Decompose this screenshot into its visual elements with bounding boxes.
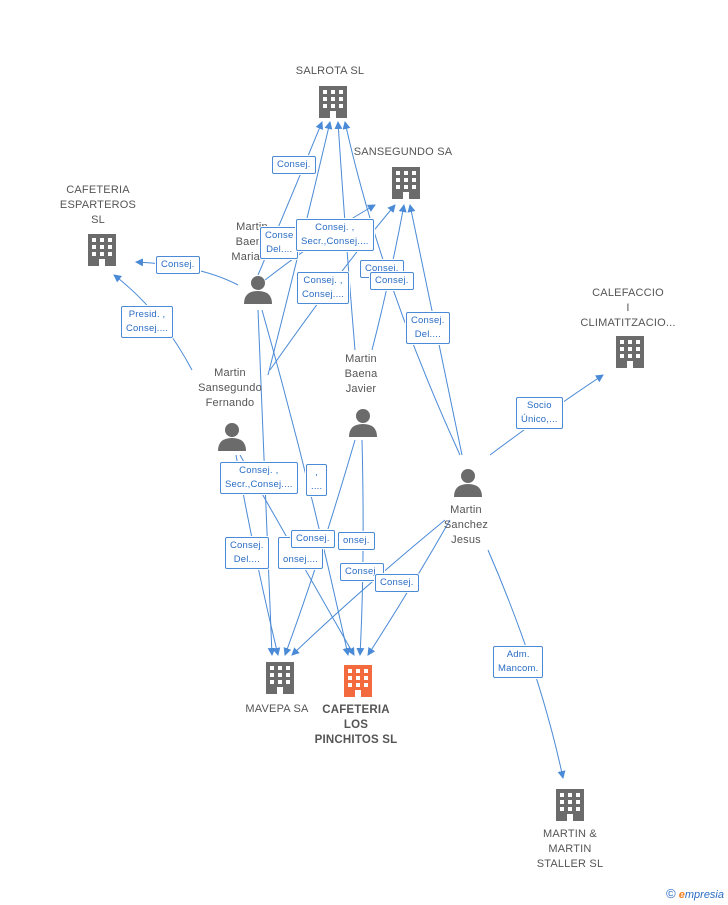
node-label-salrota[interactable]: SALROTA SL xyxy=(295,65,365,77)
edge-label[interactable]: Adm. Mancom. xyxy=(493,646,544,678)
edge-label[interactable]: Conse Del.... xyxy=(260,227,299,259)
edge-label[interactable]: Consej. , Secr.,Consej.... xyxy=(220,462,298,494)
building-icon[interactable] xyxy=(554,787,586,823)
person-icon[interactable] xyxy=(243,274,273,304)
edge-label[interactable]: Consej. , Consej.... xyxy=(297,272,350,304)
edge-label[interactable]: Consej. xyxy=(370,272,414,290)
focus-building-icon[interactable] xyxy=(342,663,374,699)
node-label-sanchez-jesus[interactable]: Martin Sanchez Jesus xyxy=(443,504,489,546)
building-icon[interactable] xyxy=(264,660,296,696)
node-label-martin-staller[interactable]: MARTIN & MARTIN STALLER SL xyxy=(536,828,604,870)
building-icon[interactable] xyxy=(614,334,646,370)
edge-label[interactable]: Socio Único,... xyxy=(516,397,563,429)
edge-label[interactable]: , .... xyxy=(306,464,328,496)
edge-jesus-mavepa xyxy=(291,519,446,656)
person-icon[interactable] xyxy=(348,407,378,437)
person-icon[interactable] xyxy=(217,421,247,451)
edge-label[interactable]: Consej. , Secr.,Consej.... xyxy=(296,219,374,251)
node-label-pinchitos[interactable]: CAFETERIA LOS PINCHITOS SL xyxy=(314,704,398,746)
edge-label[interactable]: Consej. xyxy=(156,256,200,274)
node-label-esparteros[interactable]: CAFETERIA ESPARTEROS SL xyxy=(59,184,137,226)
empresia-logo[interactable]: ©empresia xyxy=(666,886,724,901)
edge-label[interactable]: onsej. xyxy=(338,532,375,550)
node-label-sansegundo-fernando[interactable]: Martin Sansegundo Fernando xyxy=(198,367,262,409)
building-icon[interactable] xyxy=(86,232,118,268)
node-label-baena-javier[interactable]: Martin Baena Javier xyxy=(344,353,378,395)
node-label-sansegundo[interactable]: SANSEGUNDO SA xyxy=(353,146,453,158)
building-icon[interactable] xyxy=(390,165,422,201)
edge-label[interactable]: Consej. xyxy=(340,563,384,581)
edge-label[interactable]: Consej. xyxy=(375,574,419,592)
edge-javier-pinchitos xyxy=(356,439,365,656)
edge-label[interactable]: Consej. Del.... xyxy=(225,537,269,569)
edge-label[interactable]: Consej. xyxy=(291,530,335,548)
edge-label[interactable]: Consej. Del.... xyxy=(406,312,450,344)
person-icon[interactable] xyxy=(453,467,483,497)
edge-label[interactable]: Consej. xyxy=(272,156,316,174)
building-icon[interactable] xyxy=(317,84,349,120)
node-label-mavepa[interactable]: MAVEPA SA xyxy=(245,703,309,715)
node-label-calefaccio[interactable]: CALEFACCIO I CLIMATITZACIO... xyxy=(580,287,676,329)
copyright-symbol: © xyxy=(666,886,676,901)
edge-label[interactable]: Presid. , Consej.... xyxy=(121,306,174,338)
